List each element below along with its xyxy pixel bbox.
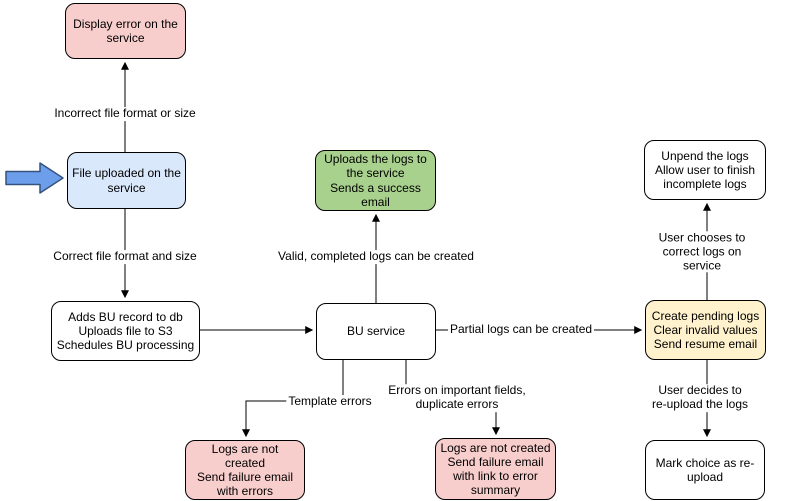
edge-label-incorrect-file: Incorrect file format or size — [52, 106, 198, 121]
edge-label-user-corrects: User chooses to correct logs on service — [652, 230, 752, 273]
node-display-error: Display error on the service — [65, 3, 186, 59]
node-unpend-logs: Unpend the logs Allow user to finish inc… — [644, 140, 766, 200]
node-adds-bu-record: Adds BU record to db Uploads file to S3 … — [51, 301, 200, 361]
node-uploads-logs: Uploads the logs to the service Sends a … — [315, 150, 436, 211]
edge-label-partial-logs: Partial logs can be created — [447, 322, 595, 337]
node-mark-choice-reupload: Mark choice as re- upload — [645, 440, 765, 500]
edge-label-correct-file: Correct file format and size — [51, 249, 199, 264]
edge-label-important-fields: Errors on important fields, duplicate er… — [386, 383, 528, 412]
edge-label-user-reuploads: User decides to re-upload the logs — [649, 383, 751, 412]
node-file-uploaded: File uploaded on the service — [67, 152, 186, 209]
node-create-pending-logs: Create pending logs Clear invalid values… — [645, 300, 766, 360]
entry-arrow-icon — [5, 162, 64, 194]
edge-label-valid-logs: Valid, completed logs can be created — [276, 249, 476, 264]
edge-label-template-errors: Template errors — [286, 394, 374, 409]
node-logs-not-created-errors: Logs are not created Send failure email … — [185, 440, 305, 500]
node-logs-not-created-summary: Logs are not created Send failure email … — [435, 438, 556, 500]
node-bu-service: BU service — [316, 303, 436, 360]
